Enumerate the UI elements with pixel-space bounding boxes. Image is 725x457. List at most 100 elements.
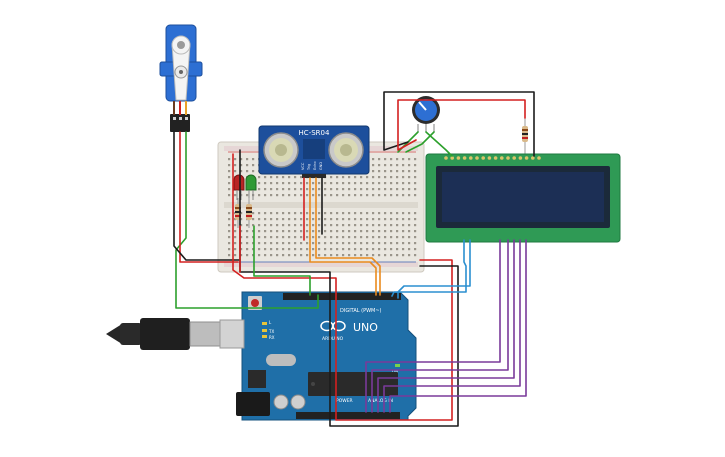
breadboard-hole: [414, 218, 417, 221]
breadboard-hole: [396, 254, 399, 257]
breadboard-hole: [396, 176, 399, 179]
lcd-pin: [469, 156, 473, 160]
breadboard-hole: [372, 176, 375, 179]
potentiometer[interactable]: [412, 96, 440, 132]
breadboard-hole: [282, 212, 285, 215]
breadboard-hole: [348, 188, 351, 191]
led-green[interactable]: [245, 174, 257, 200]
arduino-uno-board[interactable]: DIGITAL (PWM~) UNO ARDUINO TX RX L ON PO…: [236, 291, 417, 421]
breadboard-hole: [234, 236, 237, 239]
sensor-pin-trig: Trig: [307, 164, 311, 171]
breadboard-hole: [414, 236, 417, 239]
breadboard-hole: [384, 224, 387, 227]
breadboard-hole: [396, 230, 399, 233]
breadboard-hole: [240, 164, 243, 167]
breadboard-hole: [390, 236, 393, 239]
breadboard-hole: [390, 176, 393, 179]
breadboard-hole: [324, 194, 327, 197]
breadboard-hole: [360, 236, 363, 239]
breadboard-hole: [270, 218, 273, 221]
breadboard-hole: [318, 242, 321, 245]
breadboard-hole: [288, 176, 291, 179]
breadboard-hole: [378, 170, 381, 173]
breadboard-hole: [330, 230, 333, 233]
breadboard-hole: [270, 242, 273, 245]
breadboard-hole: [300, 212, 303, 215]
breadboard-hole: [414, 182, 417, 185]
breadboard-hole: [384, 182, 387, 185]
led-red[interactable]: [233, 174, 245, 200]
breadboard-hole: [258, 230, 261, 233]
breadboard-hole: [264, 230, 267, 233]
breadboard-hole: [372, 158, 375, 161]
breadboard-hole: [258, 236, 261, 239]
breadboard-hole: [348, 194, 351, 197]
breadboard-hole: [330, 188, 333, 191]
breadboard-hole: [240, 224, 243, 227]
breadboard-hole: [258, 218, 261, 221]
breadboard-hole: [318, 236, 321, 239]
breadboard-hole: [390, 164, 393, 167]
breadboard-hole: [270, 230, 273, 233]
breadboard-hole: [408, 188, 411, 191]
breadboard-hole: [288, 248, 291, 251]
breadboard-hole: [246, 236, 249, 239]
breadboard-hole: [258, 176, 261, 179]
breadboard-hole: [324, 224, 327, 227]
breadboard-hole: [378, 182, 381, 185]
breadboard-hole: [228, 188, 231, 191]
breadboard-hole: [336, 230, 339, 233]
breadboard-hole: [366, 224, 369, 227]
lcd-pin: [475, 156, 479, 160]
breadboard-hole: [402, 182, 405, 185]
breadboard-hole: [360, 224, 363, 227]
breadboard-hole: [306, 242, 309, 245]
breadboard-hole: [324, 212, 327, 215]
breadboard-hole: [414, 176, 417, 179]
tx-label: TX: [268, 329, 274, 334]
lcd-pin: [518, 156, 523, 160]
breadboard-hole: [246, 164, 249, 167]
breadboard-hole: [228, 218, 231, 221]
breadboard-hole: [276, 194, 279, 197]
breadboard-hole: [408, 164, 411, 167]
breadboard-hole: [360, 248, 363, 251]
breadboard-hole: [372, 230, 375, 233]
breadboard-hole: [228, 242, 231, 245]
breadboard-hole: [414, 170, 417, 173]
breadboard-hole: [396, 224, 399, 227]
breadboard-hole: [378, 194, 381, 197]
breadboard-hole: [372, 164, 375, 167]
breadboard-hole: [228, 248, 231, 251]
breadboard-hole: [342, 188, 345, 191]
breadboard-hole: [288, 236, 291, 239]
breadboard-hole: [372, 212, 375, 215]
breadboard-hole: [360, 194, 363, 197]
breadboard-hole: [330, 182, 333, 185]
lcd-pin: [512, 156, 516, 160]
breadboard-hole: [390, 188, 393, 191]
breadboard-hole: [252, 236, 255, 239]
wires: [173, 91, 535, 427]
breadboard-hole: [246, 224, 249, 227]
breadboard-hole: [330, 194, 333, 197]
ultrasonic-sensor[interactable]: HC-SR04 VCC Trig Echo GND: [258, 125, 370, 178]
breadboard-hole: [270, 254, 273, 257]
breadboard-hole: [246, 242, 249, 245]
breadboard-hole: [300, 194, 303, 197]
lcd-display[interactable]: [425, 153, 621, 243]
breadboard-hole: [372, 236, 375, 239]
lcd-screen: [442, 172, 604, 222]
breadboard-hole: [378, 176, 381, 179]
breadboard-hole: [360, 176, 363, 179]
breadboard-hole: [306, 248, 309, 251]
servo-motor[interactable]: [159, 24, 203, 132]
breadboard-hole: [228, 236, 231, 239]
breadboard-hole: [366, 242, 369, 245]
breadboard-hole: [270, 212, 273, 215]
arduino-logo: [320, 320, 346, 332]
breadboard-hole: [264, 176, 267, 179]
breadboard-hole: [372, 188, 375, 191]
breadboard-hole: [288, 194, 291, 197]
breadboard-hole: [342, 236, 345, 239]
